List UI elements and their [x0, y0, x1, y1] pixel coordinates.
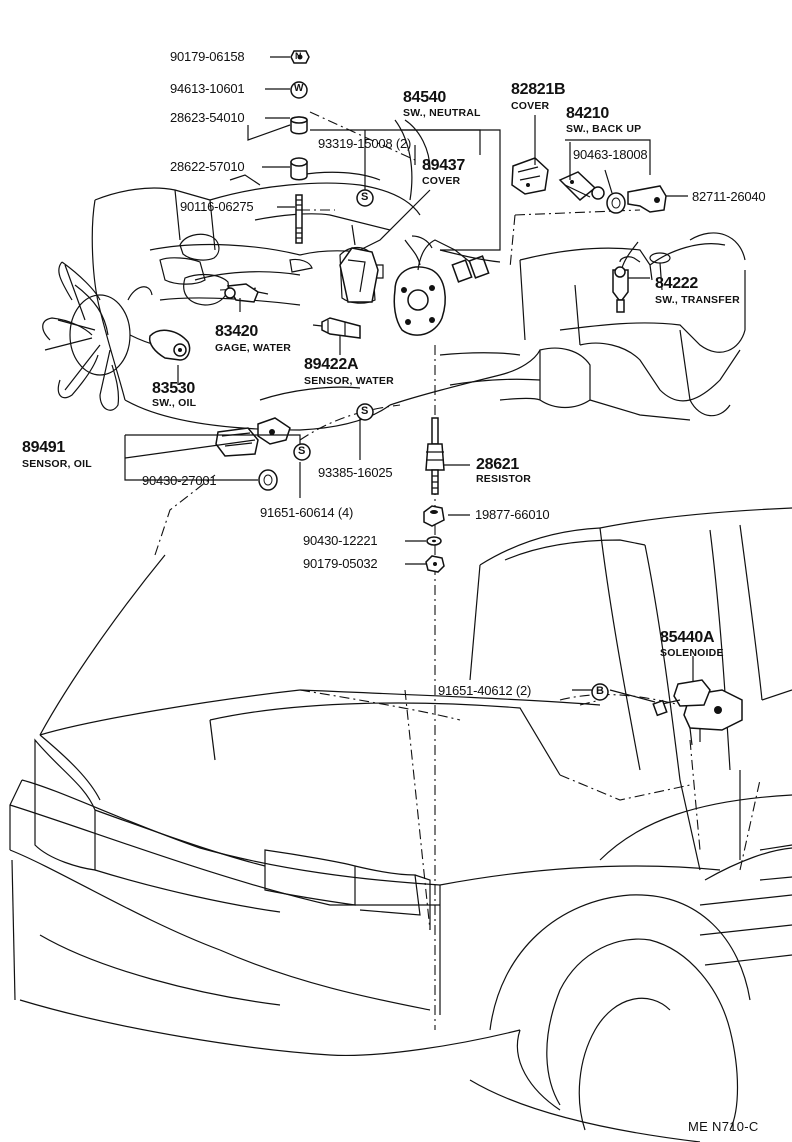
back-up-switch-part	[558, 171, 605, 202]
part-desc-cover-89437: COVER	[422, 175, 461, 187]
part-number-93385-16025: 93385-16025	[318, 465, 393, 480]
part-number-28622-57010: 28622-57010	[170, 159, 245, 174]
water-sensor-part	[312, 317, 361, 339]
part-desc-oil-sensor: SENSOR, OIL	[22, 458, 92, 470]
nut-glyph: N	[295, 51, 302, 61]
cap-part-p3	[290, 116, 308, 135]
holder-part-p4	[290, 157, 308, 181]
part-desc-transfer-switch: SW., TRANSFER	[655, 294, 740, 306]
part-number-91651-60614: 91651-60614 (4)	[260, 505, 354, 520]
cover-part-82821B	[511, 157, 549, 195]
grommet-part-p22	[423, 505, 445, 527]
part-number-90463-18008: 90463-18008	[573, 147, 648, 162]
vehicle-body-outline	[9, 507, 792, 1142]
gasket-part-p11	[606, 192, 626, 214]
part-number-89437: 89437	[422, 157, 465, 174]
part-number-19877-66010: 19877-66010	[475, 507, 550, 522]
part-desc-back-up-switch: SW., BACK UP	[566, 123, 642, 135]
part-number-90179-06158: 90179-06158	[170, 49, 245, 64]
screw-glyph-1: S	[361, 191, 369, 203]
part-number-82711-26040: 82711-26040	[692, 189, 766, 204]
part-number-84210: 84210	[566, 105, 609, 122]
part-number-82821B: 82821B	[511, 81, 566, 98]
bracket-part-p12	[627, 185, 667, 213]
part-number-91651-40612: 91651-40612 (2)	[438, 683, 532, 698]
part-number-90179-05032: 90179-05032	[303, 556, 378, 571]
transmission-assembly	[389, 119, 746, 421]
bolt-glyph: B	[596, 685, 604, 697]
part-number-84540: 84540	[403, 89, 446, 106]
part-number-89491: 89491	[22, 439, 65, 456]
part-number-83530: 83530	[152, 380, 195, 397]
neutral-switch-part	[393, 235, 501, 336]
transfer-switch-part	[612, 241, 641, 313]
part-number-90430-27001: 90430-27001	[142, 473, 217, 488]
part-number-93319-15008: 93319-15008 (2)	[318, 136, 412, 151]
part-number-89422A: 89422A	[304, 356, 359, 373]
oil-switch-part	[148, 329, 191, 361]
screw-glyph-3: S	[298, 445, 306, 457]
part-desc-neutral-switch: SW., NEUTRAL	[403, 107, 481, 119]
part-desc-oil-switch: SW., OIL	[152, 397, 197, 409]
part-desc-water-sensor: SENSOR, WATER	[304, 375, 394, 387]
gasket-part-p18	[258, 469, 278, 491]
screw-glyph-2: S	[361, 405, 369, 417]
part-number-28623-54010: 28623-54010	[170, 110, 245, 125]
part-number-90116-06275: 90116-06275	[180, 199, 254, 214]
part-number-94613-10601: 94613-10601	[170, 81, 245, 96]
solenoid-part	[652, 679, 743, 746]
stud-bolt-part-p5	[295, 194, 303, 244]
part-number-83420: 83420	[215, 323, 258, 340]
part-desc-water-gage: GAGE, WATER	[215, 342, 292, 354]
washer-part-p2	[290, 81, 308, 99]
nut-part-p1	[290, 50, 310, 64]
diagram-code: ME N710-C	[688, 1119, 759, 1134]
part-desc-solenoide: SOLENOIDE	[660, 647, 724, 659]
part-desc-resistor: RESISTOR	[476, 473, 532, 485]
engine-fan	[42, 261, 153, 411]
gasket-part-p23	[426, 536, 442, 546]
part-number-85440A: 85440A	[660, 629, 715, 646]
oil-sensor-part	[215, 417, 291, 457]
part-desc-cover-82821B: COVER	[511, 100, 550, 112]
part-number-90430-12221: 90430-12221	[303, 533, 378, 548]
washer-glyph: W	[294, 83, 304, 94]
nut-part-p24	[425, 555, 445, 573]
cover-part-89437	[339, 247, 379, 303]
resistor-part	[425, 417, 445, 495]
symbol-markers	[293, 189, 609, 701]
water-gage-part	[224, 283, 269, 303]
part-number-28621: 28621	[476, 456, 519, 473]
part-number-84222: 84222	[655, 275, 698, 292]
